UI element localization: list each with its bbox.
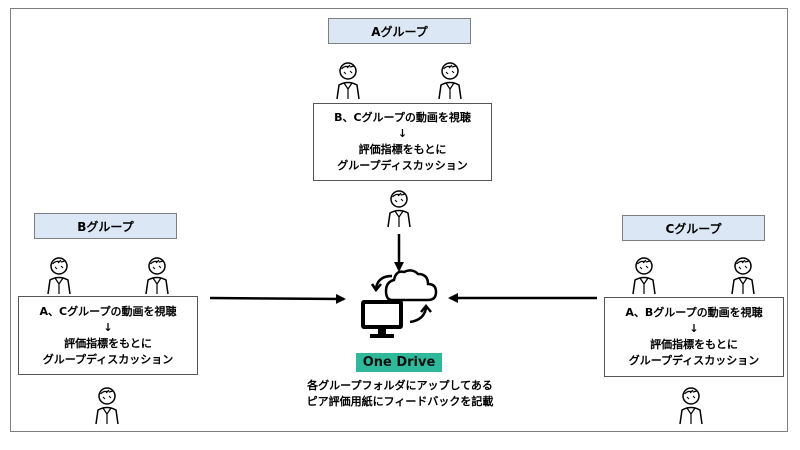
task-line-discussion: グループディスカッション <box>337 159 468 172</box>
task-line-criteria: 評価指標をもとに <box>64 336 152 350</box>
onedrive-label: One Drive <box>356 353 442 372</box>
sync-arrows-icon <box>370 274 432 324</box>
group-b-label: Bグループ <box>34 213 177 239</box>
group-c-label: Cグループ <box>622 215 765 241</box>
group-a-task-box: B、Cグループの動画を視聴 ↓ 評価指標をもとに グループディスカッション <box>313 103 492 181</box>
down-arrow-text: ↓ <box>103 320 113 334</box>
caption-line-1: 各グループフォルダにアップしてある <box>307 379 493 392</box>
task-line-discussion: グループディスカッション <box>628 354 760 367</box>
group-c-task-box: A、Bグループの動画を視聴 ↓ 評価指標をもとに グループディスカッション <box>604 297 784 377</box>
arrow-b-to-onedrive <box>209 293 346 304</box>
group-b-task-box: A、Cグループの動画を視聴 ↓ 評価指標をもとに グループディスカッション <box>18 296 198 375</box>
task-line-discussion: グループディスカッション <box>42 352 174 366</box>
task-line-criteria: 評価指標をもとに <box>358 143 447 156</box>
down-arrow-text: ↓ <box>689 322 699 335</box>
task-line-criteria: 評価指標をもとに <box>650 338 738 351</box>
down-arrow-text: ↓ <box>397 127 408 140</box>
task-line-watch: B、Cグループの動画を視聴 <box>334 111 471 124</box>
outer-frame <box>10 8 788 432</box>
task-line-watch: A、Bグループの動画を視聴 <box>625 306 763 319</box>
cloud-icon <box>384 269 438 302</box>
onedrive-caption: 各グループフォルダにアップしてある ピア評価用紙にフィードバックを記載 <box>250 378 550 410</box>
task-line-watch: A、Cグループの動画を視聴 <box>39 304 177 318</box>
caption-line-2: ピア評価用紙にフィードバックを記載 <box>306 395 494 408</box>
computer-icon <box>361 300 403 338</box>
group-a-label: Aグループ <box>328 18 471 44</box>
